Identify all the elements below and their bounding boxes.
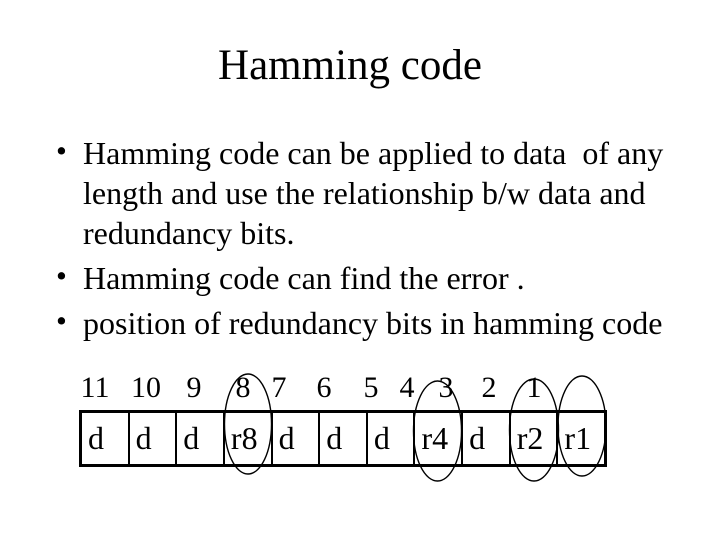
bit-position-label: 2	[481, 371, 497, 404]
bit-position-label: 6	[316, 371, 332, 404]
bit-cell: d	[127, 413, 176, 464]
bit-position-label: 1	[526, 371, 542, 404]
bit-position-label: 7	[271, 371, 287, 404]
bit-position-label: 11	[80, 371, 110, 404]
bullet-list: • Hamming code can be applied to data of…	[56, 133, 713, 348]
bit-cell: d	[365, 413, 414, 464]
bit-position-labels: 11 10 9 8 7 6 5 4 3 2 1	[0, 371, 728, 404]
bit-position-label: 10	[131, 371, 161, 404]
bullet-item: • Hamming code can be applied to data of…	[56, 133, 713, 253]
bit-position-label: 4	[399, 371, 415, 404]
bit-cell-redundancy: r2	[508, 413, 557, 464]
bullet-text-line: length and use the relationship b/w data…	[83, 175, 646, 211]
bullet-text-line: position of redundancy bits in hamming c…	[83, 305, 663, 341]
bit-position-table: d d d r8 d d d r4 d r2 r1	[79, 410, 607, 467]
bullet-text-line: Hamming code can find the error .	[83, 260, 525, 296]
bit-cell: d	[461, 413, 509, 464]
bullet-text-line: redundancy bits.	[83, 215, 295, 251]
bullet-text-line: Hamming code can be applied to data of a…	[83, 135, 664, 171]
bit-cell: d	[270, 413, 319, 464]
bit-cell-redundancy: r8	[222, 413, 271, 464]
bit-cell-redundancy: r4	[413, 413, 461, 464]
slide-title: Hamming code	[218, 42, 482, 89]
bit-position-label: 5	[363, 371, 379, 404]
bullet-item: • position of redundancy bits in hamming…	[56, 303, 713, 343]
bit-cell-redundancy: r1	[556, 413, 604, 464]
bit-cell: d	[318, 413, 366, 464]
bullet-marker-icon: •	[56, 133, 67, 168]
bullet-marker-icon: •	[56, 303, 67, 338]
bit-position-label: 8	[235, 371, 251, 404]
bit-position-label: 3	[438, 371, 454, 404]
bit-position-label: 9	[186, 371, 202, 404]
bullet-item: • Hamming code can find the error .	[56, 258, 713, 298]
bullet-marker-icon: •	[56, 258, 67, 293]
bit-cell: d	[175, 413, 223, 464]
bit-cell: d	[88, 420, 104, 456]
